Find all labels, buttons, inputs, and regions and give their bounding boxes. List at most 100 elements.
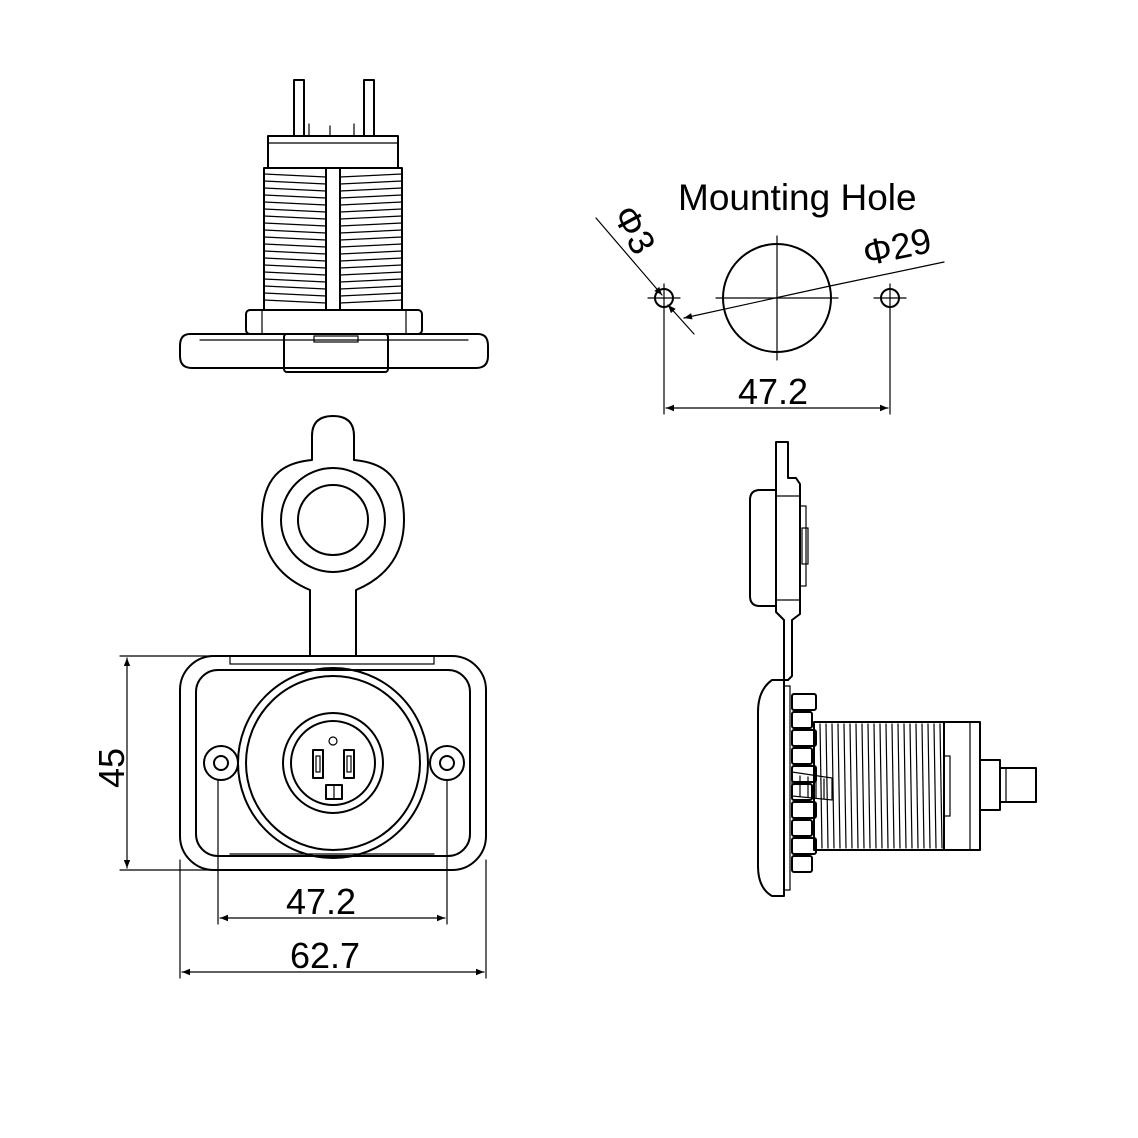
socket-pin-left — [312, 749, 324, 779]
thread-line — [837, 723, 841, 849]
thread-line — [263, 250, 327, 255]
thread-line — [915, 723, 919, 849]
mounting-hole-title: Mounting Hole — [678, 177, 917, 218]
thread-line — [263, 299, 327, 304]
socket-bezel — [237, 667, 429, 859]
side-screw — [791, 771, 833, 801]
thread-line — [819, 723, 823, 849]
thread-line — [263, 201, 327, 206]
hole-spacing-label: 47.2 — [738, 371, 808, 412]
thread-line — [263, 285, 327, 290]
thread-line — [339, 180, 403, 185]
thread-line — [339, 173, 403, 178]
right-side-view — [749, 441, 1037, 897]
mounting-nut — [245, 309, 423, 335]
small-hole-dia-label: Φ3 — [605, 199, 664, 261]
thread-line — [339, 243, 403, 248]
thread-line — [263, 257, 327, 262]
thread-line — [263, 229, 327, 234]
cap-lip — [283, 333, 389, 373]
thread-line — [263, 236, 327, 241]
front-view: 45 47.2 62.7 — [91, 415, 487, 979]
front-hole-right-inner — [439, 755, 455, 771]
thread-line — [855, 723, 859, 849]
small-hole-leader — [595, 217, 663, 296]
front-hole-right — [429, 745, 465, 781]
thread-line — [339, 285, 403, 290]
mounting-hole-view: Mounting Hole Φ3 Φ29 47.2 — [595, 177, 945, 415]
side-thread-lines — [819, 723, 943, 849]
socket-pin-right — [343, 749, 355, 779]
thread-line — [339, 187, 403, 192]
thread-line — [263, 243, 327, 248]
socket-face-inner — [290, 720, 376, 806]
thread-line — [879, 723, 883, 849]
thread-line — [263, 264, 327, 269]
cap-plug — [749, 489, 777, 607]
thread-line — [263, 173, 327, 178]
thread-line — [927, 723, 931, 849]
thread-line — [339, 194, 403, 199]
side-terminal — [979, 759, 1001, 811]
thread-line — [263, 271, 327, 276]
terminal-pins — [293, 79, 375, 137]
thread-line — [339, 264, 403, 269]
thread-line — [903, 723, 907, 849]
nut-ridge — [791, 801, 817, 819]
thread-line — [339, 222, 403, 227]
socket-face — [282, 712, 384, 814]
large-hole-leader — [829, 261, 945, 287]
thread-line — [339, 201, 403, 206]
front-flange-inner — [195, 669, 471, 857]
nut-ridge — [791, 837, 817, 855]
thread-line — [861, 723, 865, 849]
thread-line — [867, 723, 871, 849]
thread-line — [263, 208, 327, 213]
large-hole-dia-label: Φ29 — [859, 219, 935, 273]
thread-line — [933, 723, 937, 849]
thread-line — [263, 292, 327, 297]
thread-line — [339, 229, 403, 234]
nut-ridge — [791, 693, 817, 711]
side-flange — [757, 679, 785, 897]
front-hole-spacing-label: 47.2 — [286, 881, 356, 922]
rear-cap — [267, 135, 399, 169]
height-label: 45 — [91, 748, 132, 788]
thread-line — [339, 215, 403, 220]
cap-outer-ring — [280, 467, 386, 573]
thread-line — [885, 723, 889, 849]
cap-tab — [261, 415, 405, 657]
cap-strap — [775, 441, 801, 681]
thread-line — [339, 250, 403, 255]
thread-line — [263, 222, 327, 227]
nut-ridge — [791, 747, 813, 765]
thread-line — [921, 723, 925, 849]
nut-ridge — [791, 711, 813, 729]
thread-line — [339, 292, 403, 297]
thread-line — [843, 723, 847, 849]
side-nut — [791, 693, 817, 873]
thread-line — [891, 723, 895, 849]
socket-key-dot — [328, 736, 338, 746]
thread-line — [263, 215, 327, 220]
thread-line — [339, 271, 403, 276]
thread-line — [339, 278, 403, 283]
thread-line — [263, 194, 327, 199]
front-hole-left-inner — [213, 755, 229, 771]
socket-bezel-inner — [245, 675, 421, 851]
thread-line — [339, 299, 403, 304]
thread-line — [939, 723, 943, 849]
thread-line — [897, 723, 901, 849]
thread-line — [263, 180, 327, 185]
nut-ridge — [791, 729, 817, 747]
thread-lines — [263, 173, 403, 304]
thread-line — [873, 723, 877, 849]
nut-ridge — [791, 819, 813, 837]
thread-line — [339, 257, 403, 262]
thread-line — [263, 278, 327, 283]
mounting-flange — [179, 333, 489, 369]
top-side-view — [179, 79, 489, 373]
thread-line — [339, 208, 403, 213]
front-hole-left — [203, 745, 239, 781]
